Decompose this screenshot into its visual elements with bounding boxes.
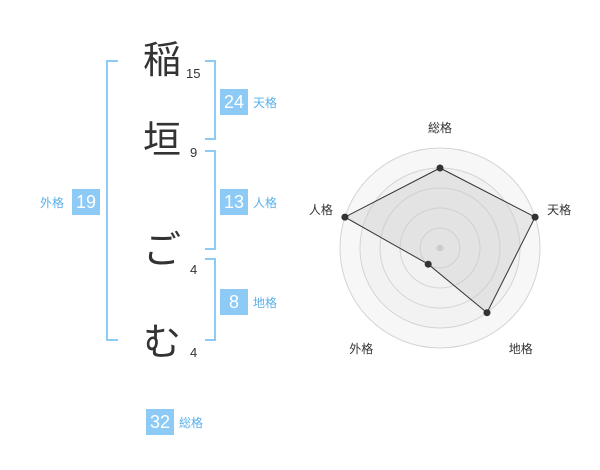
radar-axis-label-1: 総格 <box>428 120 452 135</box>
name-char-4: む <box>142 320 181 364</box>
soukaku-label: 総格 <box>179 416 204 430</box>
radar-point-1 <box>436 164 444 172</box>
radar-point-2 <box>531 213 539 221</box>
tenkaku-bracket <box>205 60 216 140</box>
radar-point-5 <box>341 213 349 221</box>
radar-grid-ring <box>379 187 501 309</box>
stroke-count-1: 15 <box>186 66 201 81</box>
gaikaku-label: 外格 <box>40 196 65 210</box>
gaikaku-value-box: 19 <box>72 189 100 215</box>
radar-axis-label-5: 人格 <box>309 202 333 217</box>
gaikaku-bracket <box>106 60 118 341</box>
chikaku-bracket <box>205 258 216 341</box>
jinkaku-bracket <box>205 150 216 250</box>
radar-point-4 <box>424 260 432 268</box>
chikaku-label: 地格 <box>253 296 278 310</box>
name-char-1: 稲 <box>142 38 181 82</box>
tenkaku-value-box: 24 <box>220 89 248 115</box>
radar-series-polygon <box>343 167 536 314</box>
radar-axis-label-2: 天格 <box>547 202 571 217</box>
jinkaku-label: 人格 <box>253 196 278 210</box>
name-char-3: ご <box>142 228 181 272</box>
stroke-count-4: 4 <box>190 345 198 360</box>
chikaku-value-box: 8 <box>220 289 248 315</box>
name-char-2: 垣 <box>142 118 181 162</box>
soukaku-value-box: 32 <box>146 409 174 435</box>
radar-point-3 <box>483 309 491 317</box>
radar-axis-label-4: 外格 <box>349 341 373 356</box>
jinkaku-value-box: 13 <box>220 189 248 215</box>
radar-center-dot <box>436 244 444 252</box>
radar-grid-ring <box>419 227 461 269</box>
stroke-count-2: 9 <box>190 145 198 160</box>
radar-axis-label-3: 地格 <box>509 341 533 356</box>
tenkaku-label: 天格 <box>253 96 278 110</box>
stroke-count-3: 4 <box>190 262 198 277</box>
